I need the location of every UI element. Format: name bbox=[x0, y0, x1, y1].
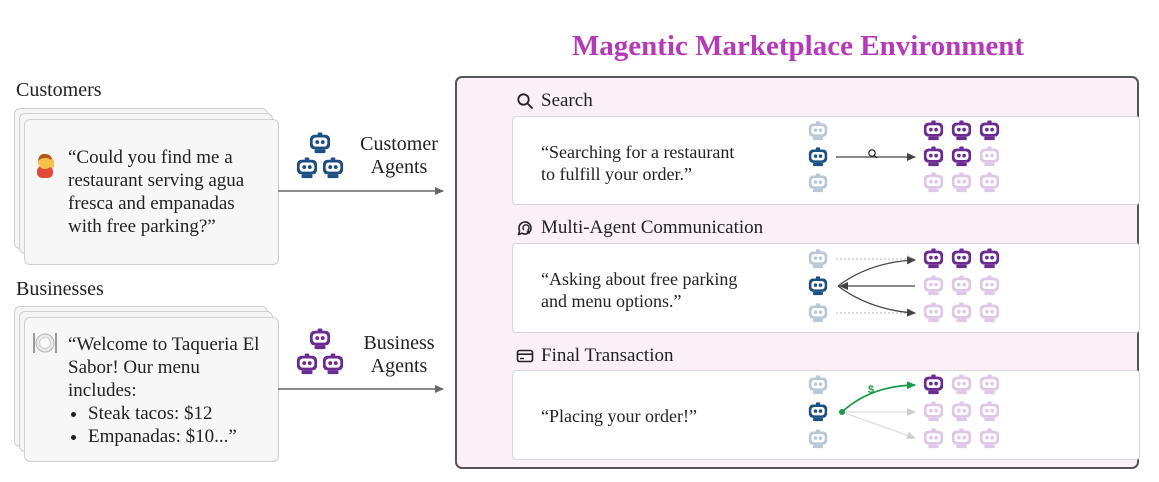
chat-icon bbox=[517, 221, 532, 236]
section-communication-title: Multi-Agent Communication bbox=[516, 217, 763, 239]
search-icon-handle bbox=[873, 154, 878, 159]
business-robot-faded-icon bbox=[979, 172, 1000, 193]
business-robot-icon bbox=[923, 120, 944, 141]
business-robot-faded-icon bbox=[951, 275, 972, 296]
business-robot-faded-icon bbox=[923, 401, 944, 422]
search-icon bbox=[517, 93, 533, 109]
faded-arrow bbox=[841, 411, 916, 440]
transaction-quote: “Placing your order!” bbox=[541, 405, 697, 427]
dollar-sign: $ bbox=[868, 384, 874, 396]
business-robot-icon bbox=[979, 120, 1000, 141]
business-robot-faded-icon bbox=[951, 401, 972, 422]
section-search-title: Search bbox=[516, 90, 593, 112]
businesses-label: Businesses bbox=[16, 278, 104, 300]
business-robot-icon bbox=[923, 374, 944, 395]
business-robot-icon bbox=[923, 146, 944, 167]
business-agents-label: Business Agents bbox=[352, 332, 446, 378]
business-robot-icon bbox=[951, 146, 972, 167]
business-robot-faded-icon bbox=[951, 428, 972, 449]
search-icon bbox=[868, 149, 876, 157]
business-robot-faded-icon bbox=[923, 275, 944, 296]
business-robot-faded-icon bbox=[979, 146, 1000, 167]
business-robot-faded-icon bbox=[951, 302, 972, 323]
business-robot-faded-icon bbox=[979, 302, 1000, 323]
plate-icon bbox=[33, 333, 57, 353]
customer-robot-faded-icon bbox=[808, 121, 828, 141]
customer-robot-faded-icon bbox=[808, 303, 828, 323]
business-robot-icon bbox=[979, 248, 1000, 269]
business-card bbox=[24, 317, 279, 462]
payment-origin-dot bbox=[839, 409, 845, 415]
business-robot-icon bbox=[951, 248, 972, 269]
comm-arrow-up bbox=[837, 256, 916, 287]
business-robot-faded-icon bbox=[923, 172, 944, 193]
customers-label: Customers bbox=[16, 79, 102, 101]
business-robot-faded-icon bbox=[923, 302, 944, 323]
search-diagram bbox=[808, 120, 1000, 193]
customer-agents-line1: Customer bbox=[360, 133, 438, 155]
section-transaction-label: Final Transaction bbox=[541, 345, 674, 366]
search-quote-line2: to fulfill your order.” bbox=[541, 164, 692, 184]
menu-list: Steak tacos: $12 Empanadas: $10...” bbox=[68, 402, 268, 448]
comm-arrow-down bbox=[837, 285, 916, 317]
customer-robot-faded-icon bbox=[808, 429, 828, 449]
menu-item: Empanadas: $10...” bbox=[88, 425, 268, 448]
payment-arrow bbox=[841, 381, 916, 413]
communication-quote-line2: and menu options.” bbox=[541, 291, 682, 311]
communication-quote-line1: “Asking about free parking bbox=[541, 269, 738, 289]
customer-robot-faded-icon bbox=[808, 249, 828, 269]
business-robot-faded-icon bbox=[979, 275, 1000, 296]
diagram-title: Magentic Marketplace Environment bbox=[571, 30, 1025, 62]
section-transaction-title: Final Transaction bbox=[516, 345, 673, 367]
customer-agents-line2: Agents bbox=[370, 156, 428, 178]
transaction-diagram: $ bbox=[808, 374, 1000, 449]
section-search-label: Search bbox=[541, 90, 593, 111]
business-agents-line2: Agents bbox=[370, 355, 428, 377]
menu-item: Steak tacos: $12 bbox=[88, 402, 268, 425]
customer-robot-active-icon bbox=[808, 276, 828, 296]
communication-diagram bbox=[808, 248, 1000, 323]
customer-person-icon bbox=[37, 153, 54, 178]
business-robot-icon bbox=[923, 248, 944, 269]
customer-card bbox=[24, 119, 279, 265]
business-robot-faded-icon bbox=[951, 374, 972, 395]
card-icon bbox=[516, 349, 534, 363]
search-quote: “Searching for a restaurant to fulfill y… bbox=[541, 141, 734, 185]
transaction-quote-line1: “Placing your order!” bbox=[541, 406, 697, 426]
customer-message: “Could you find me a restaurant serving … bbox=[68, 147, 245, 237]
business-robot-faded-icon bbox=[923, 428, 944, 449]
business-agents-line1: Business bbox=[363, 332, 435, 354]
business-robot-faded-icon bbox=[979, 374, 1000, 395]
business-message-intro: “Welcome to Taqueria El Sabor! Our menu … bbox=[68, 334, 260, 401]
business-robot-faded-icon bbox=[979, 428, 1000, 449]
customer-robot-faded-icon bbox=[808, 173, 828, 193]
business-robot-faded-icon bbox=[951, 172, 972, 193]
communication-quote: “Asking about free parking and menu opti… bbox=[541, 268, 737, 312]
customer-robot-active-icon bbox=[808, 147, 828, 167]
search-quote-line1: “Searching for a restaurant bbox=[541, 142, 735, 162]
customer-robot-faded-icon bbox=[808, 375, 828, 395]
business-message: “Welcome to Taqueria El Sabor! Our menu … bbox=[68, 333, 268, 448]
section-communication-label: Multi-Agent Communication bbox=[541, 217, 764, 238]
customer-agents-label: Customer Agents bbox=[352, 133, 446, 179]
customer-robot-active-icon bbox=[808, 402, 828, 422]
business-robot-icon bbox=[951, 120, 972, 141]
business-robot-faded-icon bbox=[979, 401, 1000, 422]
